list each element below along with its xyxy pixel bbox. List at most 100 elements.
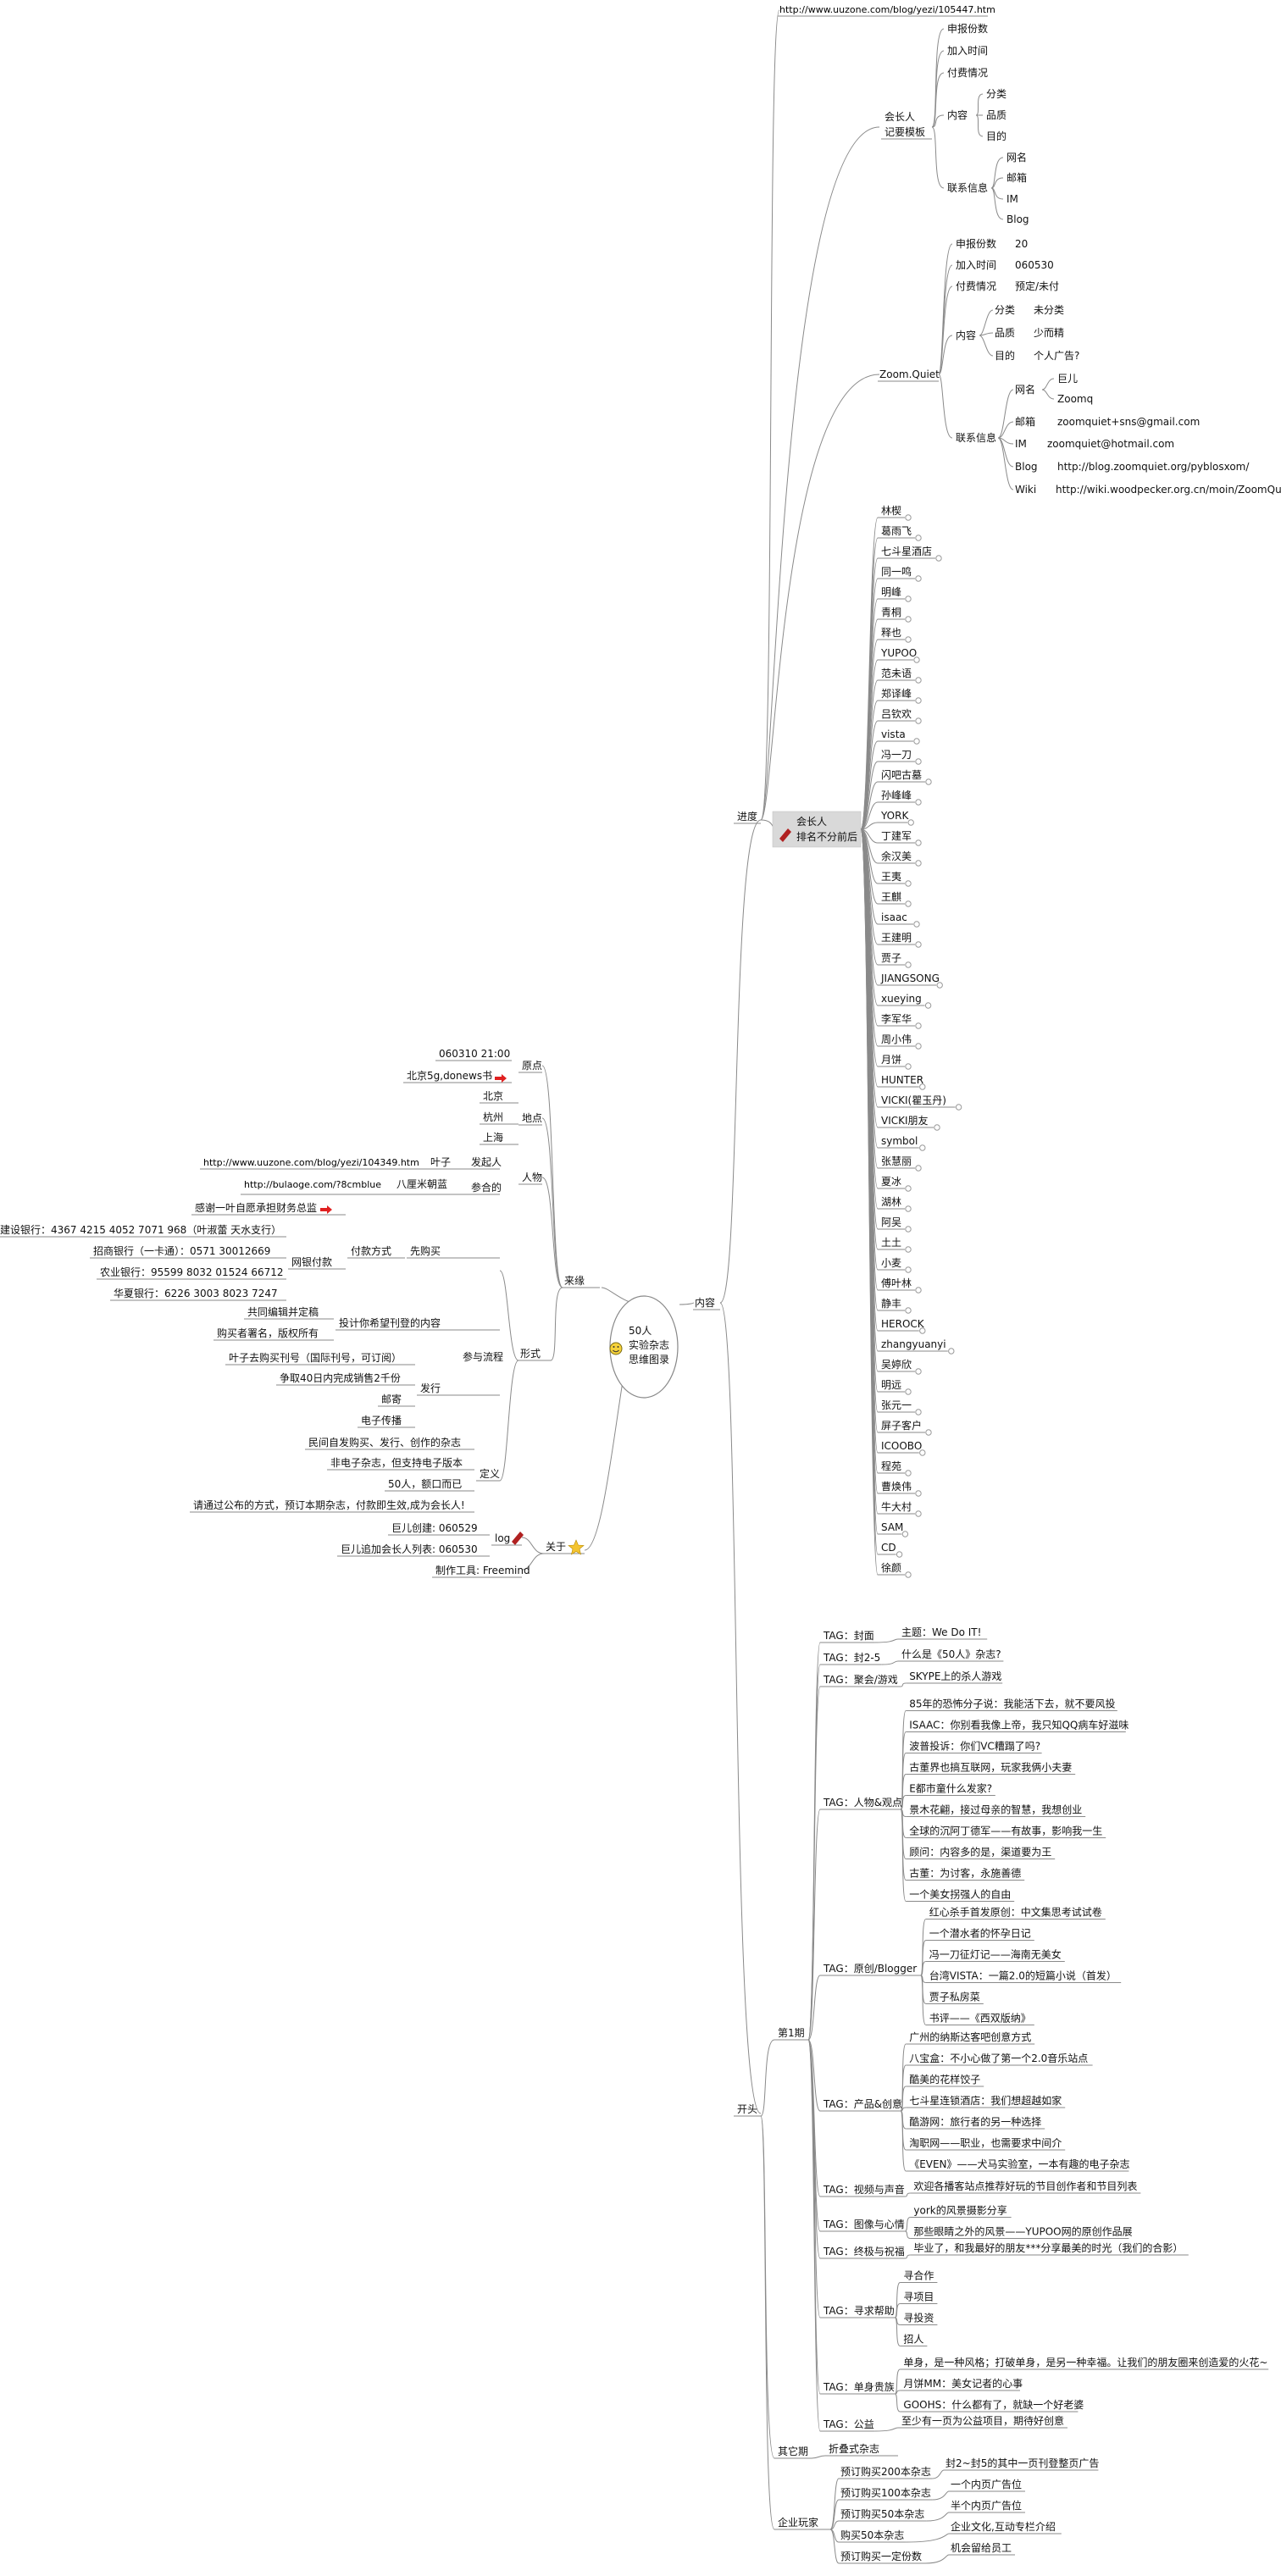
fold-knob[interactable] [913, 656, 920, 663]
tag-label[interactable]: TAG：封面 [823, 1630, 874, 1642]
def-item[interactable]: 非电子杂志，但支持电子版本 [330, 1456, 463, 1469]
member-item[interactable]: VICKI(瞿玉丹) [881, 1094, 946, 1106]
tag-label[interactable]: TAG：人物&观点 [823, 1797, 902, 1809]
member-item[interactable]: 夏冰 [881, 1176, 901, 1188]
bank[interactable]: 建设银行：4367 4215 4052 7071 968（叶淑蕾 天水支行） [0, 1224, 281, 1236]
fold-knob[interactable] [905, 900, 912, 907]
publish-item[interactable]: 邮寄 [381, 1393, 402, 1405]
tag-item[interactable]: 一个美女拐强人的自由 [909, 1888, 1011, 1901]
members-node[interactable]: 会长人 排名不分前后 [772, 811, 862, 848]
member-item[interactable]: 余汉美 [881, 850, 912, 862]
tag-item[interactable]: 寻投资 [903, 2312, 934, 2324]
tag-item[interactable]: 什么是《50人》杂志? [901, 1648, 1001, 1660]
corp-node[interactable]: 企业玩家 [778, 2516, 818, 2529]
fold-knob[interactable] [915, 1287, 922, 1294]
origin-date[interactable]: 060310 21:00 [439, 1048, 510, 1060]
corp-item[interactable]: 购买50本杂志 [840, 2529, 904, 2541]
fold-knob[interactable] [905, 880, 912, 887]
member-item[interactable]: vista [881, 728, 906, 740]
log-item[interactable]: 巨儿创建: 060529 [391, 1522, 478, 1534]
fold-knob[interactable] [905, 1388, 912, 1395]
fold-knob[interactable] [919, 1449, 926, 1456]
publish[interactable]: 发行 [420, 1382, 441, 1394]
tag-item[interactable]: 顾问：内容多的是，渠道要为王 [909, 1846, 1051, 1859]
tag-label[interactable]: TAG：公益 [823, 2418, 874, 2430]
city[interactable]: 北京 [483, 1090, 503, 1102]
branch-form[interactable]: 形式 [520, 1348, 541, 1360]
tag-item[interactable]: 淘职网——职业，也需要求中间介 [909, 2136, 1062, 2149]
zoom-contact-key[interactable]: 邮箱 [1015, 415, 1035, 428]
fold-knob[interactable] [915, 535, 922, 541]
fold-knob[interactable] [905, 1246, 912, 1253]
fold-knob[interactable] [905, 1226, 912, 1233]
member-item[interactable]: 徐颜 [881, 1561, 901, 1574]
tag-item[interactable]: 毕业了，和我最好的朋友***分享最美的时光（我们的合影） [913, 2241, 1183, 2254]
zoom-item[interactable]: 加入时间 [956, 259, 996, 271]
fold-knob[interactable] [905, 616, 912, 623]
origin-place[interactable]: 北京5g,donews书 [407, 1070, 492, 1082]
log-item[interactable]: 巨儿追加会长人列表: 060530 [341, 1543, 478, 1555]
fold-knob[interactable] [915, 1165, 922, 1172]
fold-knob[interactable] [905, 636, 912, 643]
tag-item[interactable]: 广州的纳斯达客吧创意方式 [909, 2030, 1031, 2043]
fold-knob[interactable] [915, 860, 922, 867]
thanks[interactable]: 感谢一叶自愿承担财务总监 [195, 1201, 317, 1214]
template-sub[interactable]: 网名 [1006, 151, 1027, 163]
fold-knob[interactable] [915, 1043, 922, 1050]
member-item[interactable]: 牛大村 [881, 1500, 912, 1513]
template-item[interactable]: 加入时间 [947, 45, 988, 57]
member-item[interactable]: 傅叶林 [881, 1277, 912, 1289]
log-node[interactable]: log [495, 1532, 510, 1544]
other-issues-node[interactable]: 其它期 [778, 2445, 808, 2457]
tag-label[interactable]: TAG：聚会/游戏 [823, 1674, 898, 1686]
member-item[interactable]: 王夷 [881, 870, 901, 883]
tag-item[interactable]: 台湾VISTA：一篇2.0的短篇小说（首发） [929, 1969, 1117, 1982]
bank[interactable]: 招商银行（一卡通）：0571 30012669 [93, 1244, 270, 1257]
fold-knob[interactable] [915, 575, 922, 582]
tag-item[interactable]: 一个潜水者的怀孕日记 [929, 1927, 1031, 1940]
member-item[interactable]: 小麦 [881, 1257, 901, 1269]
top-url-link[interactable]: http://www.uuzone.com/blog/yezi/105447.h… [779, 4, 995, 15]
member-item[interactable]: 月饼 [881, 1054, 901, 1066]
fold-knob[interactable] [905, 596, 912, 602]
tag-item[interactable]: 红心杀手首发原创：中文集思考试试卷 [929, 1906, 1102, 1919]
fold-knob[interactable] [919, 1083, 926, 1090]
sign[interactable]: 购买者署名，版权所有 [217, 1327, 319, 1339]
template-item[interactable]: 申报份数 [947, 22, 988, 35]
corp-item[interactable]: 预订购买50本杂志 [840, 2507, 924, 2520]
branch-content[interactable]: 内容 [695, 1296, 715, 1309]
member-item[interactable]: isaac [881, 911, 907, 923]
bank[interactable]: 农业银行：95599 8032 01524 66712 [100, 1266, 284, 1278]
member-item[interactable]: VICKI朋友 [881, 1115, 929, 1127]
member-item[interactable]: 释也 [881, 627, 901, 639]
tag-item[interactable]: 贾子私房菜 [929, 1991, 980, 2003]
corp-value[interactable]: 机会留给员工 [951, 2542, 1012, 2554]
corp-item[interactable]: 预订购买100本杂志 [840, 2486, 931, 2499]
tag-item[interactable]: 85年的恐怖分子说：我能活下去，就不要风投 [909, 1698, 1115, 1710]
fold-knob[interactable] [924, 1002, 932, 1009]
center-node[interactable]: 50人 实验杂志 思维图录 [609, 1295, 679, 1399]
corp-item[interactable]: 预订购买200本杂志 [840, 2465, 931, 2478]
fold-knob[interactable] [915, 799, 922, 806]
tag-label[interactable]: TAG：图像与心情 [823, 2219, 905, 2230]
fold-knob[interactable] [901, 1531, 909, 1537]
origin-point[interactable]: 原点 [522, 1060, 542, 1072]
member-item[interactable]: 贾子 [881, 952, 901, 964]
tag-label[interactable]: TAG：产品&创意 [823, 2097, 902, 2110]
tag-item[interactable]: SKYPE上的杀人游戏 [909, 1670, 1001, 1682]
fold-knob[interactable] [905, 1571, 912, 1578]
tool[interactable]: 制作工具: Freemind [435, 1565, 530, 1576]
template-item[interactable]: 付费情况 [947, 67, 988, 79]
submit[interactable]: 投计你希望刊登的内容 [339, 1316, 441, 1329]
tag-item[interactable]: 古董界也搞互联网，玩家我俩小夫妻 [909, 1761, 1072, 1774]
bali-url[interactable]: http://bulaoge.com/?8cmblue [244, 1179, 381, 1190]
template-item[interactable]: 内容 [947, 108, 968, 121]
zoom-contact-key[interactable]: 网名 [1015, 383, 1035, 396]
fold-knob[interactable] [955, 1104, 962, 1111]
member-item[interactable]: 张慧丽 [881, 1155, 912, 1167]
fold-knob[interactable] [915, 758, 922, 765]
zoom-contact-key[interactable]: Blog [1015, 461, 1038, 473]
tag-item[interactable]: 八宝盒：不小心做了第一个2.0音乐站点 [909, 2052, 1088, 2064]
fold-knob[interactable] [915, 941, 922, 948]
member-item[interactable]: 屏子客户 [881, 1419, 922, 1432]
